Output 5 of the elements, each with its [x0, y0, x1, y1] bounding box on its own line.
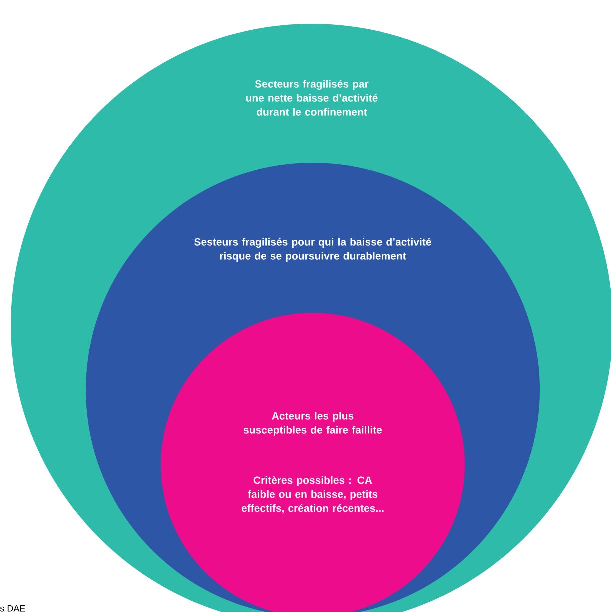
circle-text: Secteurs fragilisés par une nette baisse d’activité durant le confinement — [246, 80, 378, 116]
circle-text: Sesteurs fragilisés pour qui la baisse d’activité risque de se poursuivre durablement — [194, 238, 432, 262]
circle-text: Acteurs les plus susceptibles de faire faillite — [244, 412, 382, 436]
source-note: s DAE — [0, 606, 26, 612]
circle-text: Critères possibles : CA faible ou en baisse, petits effectifs, création récentes... — [242, 476, 384, 514]
